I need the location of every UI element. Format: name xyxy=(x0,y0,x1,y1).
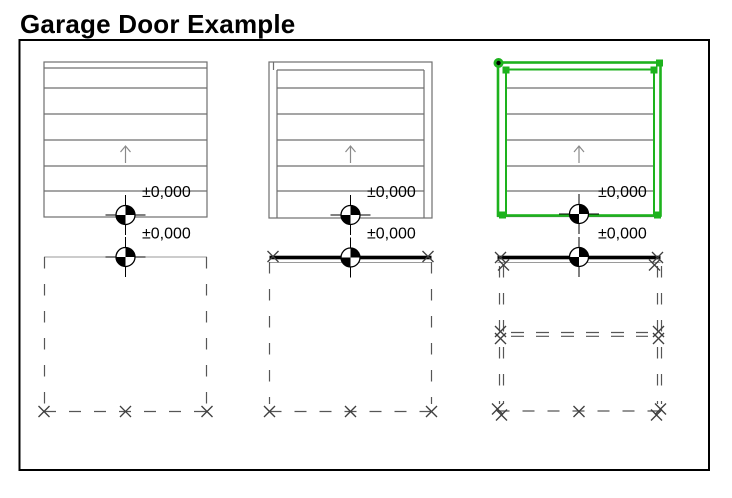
page-title: Garage Door Example xyxy=(20,9,296,39)
level-label-bottom: ±0,000 xyxy=(367,226,416,243)
level-label-top: ±0,000 xyxy=(367,184,416,201)
level-marker-icon xyxy=(104,194,147,236)
x-mark-icon xyxy=(654,402,667,416)
x-mark-icon xyxy=(491,402,504,416)
garage-door-variant-2[interactable]: ±0,000 ±0,000 xyxy=(263,61,438,418)
level-label-top: ±0,000 xyxy=(598,184,647,201)
up-arrow-icon xyxy=(119,145,132,164)
level-label-bottom: ±0,000 xyxy=(598,226,647,243)
door-elevation xyxy=(268,61,433,219)
opening-outline xyxy=(497,266,663,412)
garage-door-variant-1[interactable]: ±0,000 ±0,000 xyxy=(37,61,214,418)
up-arrow-icon xyxy=(573,145,585,164)
selection-origin-icon[interactable] xyxy=(493,58,504,68)
opening-outline xyxy=(43,256,208,413)
x-mark-icon xyxy=(652,332,665,345)
garage-door-variant-3[interactable]: ±0,000 ±0,000 xyxy=(491,58,667,422)
level-marker-icon xyxy=(104,236,147,278)
drawing-border xyxy=(18,39,710,471)
opening-outline xyxy=(268,262,433,413)
selection-handles[interactable] xyxy=(499,59,663,219)
x-marks xyxy=(37,405,214,418)
up-arrow-icon xyxy=(344,145,357,164)
level-label-top: ±0,000 xyxy=(142,184,191,201)
selection-frame xyxy=(496,61,662,217)
level-marker-icon xyxy=(558,236,600,278)
level-marker-icon xyxy=(329,194,372,236)
level-marker-icon xyxy=(558,193,600,235)
level-marker-icon xyxy=(329,236,372,279)
level-label-bottom: ±0,000 xyxy=(142,226,191,243)
x-mark-icon xyxy=(494,332,507,345)
